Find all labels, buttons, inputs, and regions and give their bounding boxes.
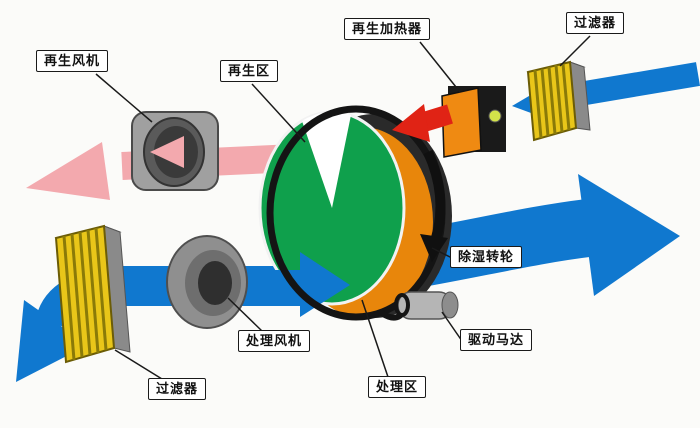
- label-filter-bottom: 过滤器: [148, 378, 207, 400]
- filter-bottom-pleats: [62, 227, 108, 361]
- label-wheel: 除湿转轮: [450, 246, 523, 268]
- regen-heater-component: [441, 86, 506, 158]
- hot-air-band: [421, 104, 453, 132]
- rotation-arc: [423, 149, 446, 240]
- hot-air-arrow: [392, 104, 453, 142]
- label-regen-zone: 再生区: [220, 60, 279, 82]
- leader-filter-bottom: [114, 349, 163, 380]
- motor-end-cap: [441, 291, 459, 319]
- leader-wheel: [431, 247, 453, 259]
- rotation-arrowhead: [420, 234, 448, 262]
- leader-regen-fan: [95, 73, 153, 123]
- heater-front-face: [441, 87, 482, 158]
- filter-bottom-component: [54, 224, 131, 364]
- leader-process-fan: [227, 297, 263, 332]
- process-air-left-arrowhead: [16, 300, 88, 382]
- leader-regen-zone: [251, 83, 306, 143]
- motor-pulley: [394, 293, 410, 317]
- leader-lines: [95, 35, 591, 380]
- leader-regen-heater: [419, 41, 461, 93]
- leader-process-zone: [361, 299, 389, 378]
- label-regen-heater: 再生加热器: [344, 18, 431, 40]
- process-air-outlet-arrowhead: [578, 174, 680, 296]
- regen-fan-exhaust-arrowhead: [150, 136, 184, 168]
- leader-drive-motor: [441, 311, 463, 342]
- label-drive-motor: 驱动马达: [460, 329, 533, 351]
- heater-indicator-dot: [488, 109, 502, 123]
- hot-air-arrowhead: [392, 104, 430, 142]
- label-process-fan: 处理风机: [238, 330, 311, 352]
- filter-top-pleats: [533, 63, 571, 139]
- process-air-wheel-arrow: [262, 252, 350, 317]
- regen-fan-component: [131, 111, 219, 191]
- label-process-zone: 处理区: [368, 376, 427, 398]
- filter-top-component: [526, 60, 591, 142]
- wheel-regen-sector: [302, 111, 351, 208]
- leader-filter-top: [559, 35, 591, 67]
- wheel-rotation-arrow: [420, 149, 448, 262]
- process-fan-component: [166, 235, 248, 329]
- label-regen-fan: 再生风机: [36, 50, 109, 72]
- process-fan-hub: [198, 261, 232, 305]
- label-filter-top: 过滤器: [566, 12, 625, 34]
- drive-motor-component: [394, 291, 459, 320]
- regen-exhaust-arrowhead: [26, 142, 110, 200]
